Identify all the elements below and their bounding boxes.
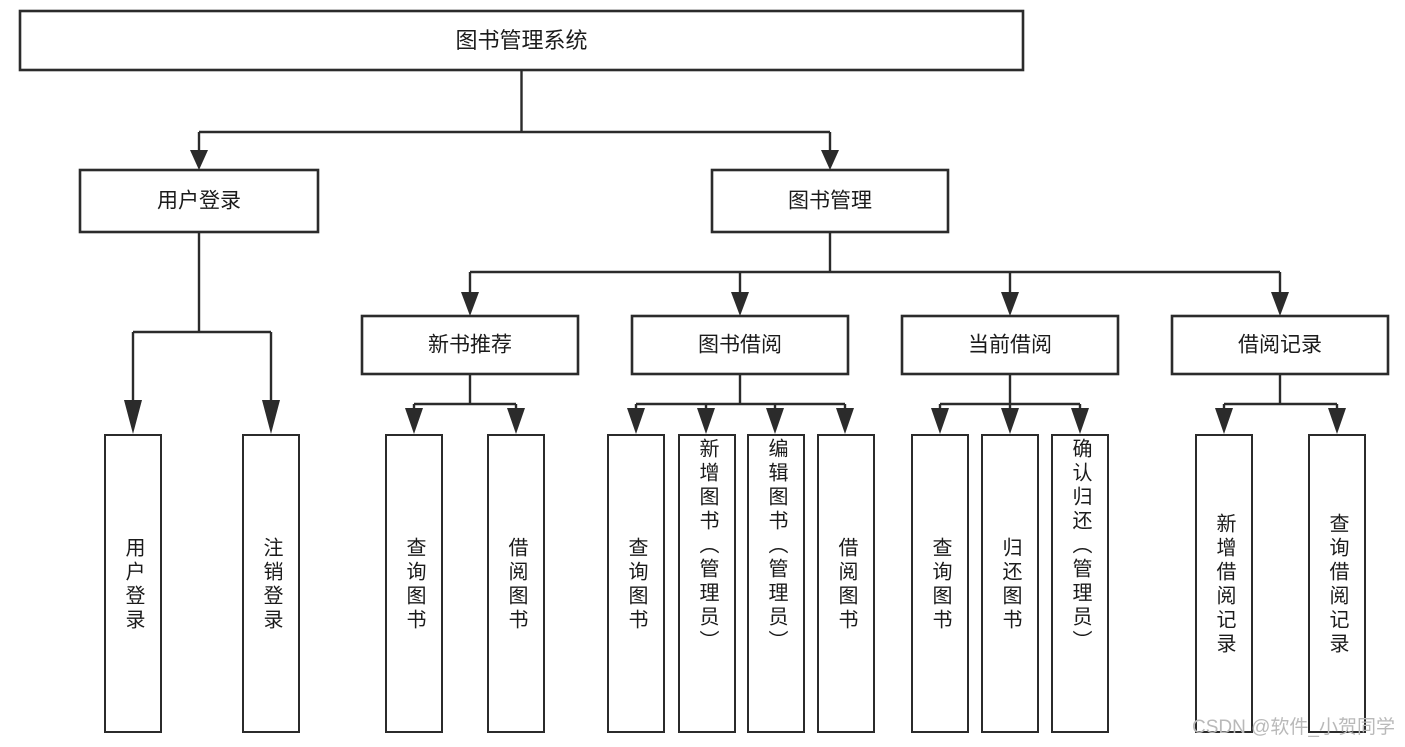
node-leaf-query-book-3-label: 查询图书 — [929, 536, 951, 633]
node-leaf-query-book-1[interactable]: 查询图书 — [385, 434, 443, 733]
arrowhead-leaf-return-book — [1001, 408, 1019, 434]
node-leaf-query-book-2[interactable]: 查询图书 — [607, 434, 665, 733]
node-leaf-add-record[interactable]: 新增借阅记录 — [1195, 434, 1253, 733]
connector-group — [124, 70, 1346, 434]
arrowhead-leaf-borrow-book-2 — [836, 408, 854, 434]
node-user-login[interactable]: 用户登录 — [78, 168, 320, 234]
node-current-borrow-label: 当前借阅 — [968, 334, 1052, 357]
arrowhead-leaf-user-logout — [262, 400, 280, 434]
node-book-borrow-label: 图书借阅 — [698, 334, 782, 357]
arrowhead-leaf-query-book-3 — [931, 408, 949, 434]
node-leaf-query-record[interactable]: 查询借阅记录 — [1308, 434, 1366, 733]
arrowhead-leaf-add-record — [1215, 408, 1233, 434]
node-book-borrow[interactable]: 图书借阅 — [630, 314, 850, 376]
node-leaf-add-book[interactable]: 新增图书（管理员） — [678, 434, 736, 733]
node-leaf-return-book[interactable]: 归还图书 — [981, 434, 1039, 733]
node-current-borrow-box[interactable] — [900, 314, 1120, 376]
node-root-label: 图书管理系统 — [455, 28, 587, 53]
arrowhead-current-borrow — [1001, 292, 1019, 316]
node-borrow-record-label: 借阅记录 — [1238, 334, 1322, 357]
node-leaf-borrow-book-1[interactable]: 借阅图书 — [487, 434, 545, 733]
arrowhead-user-login — [190, 150, 208, 170]
node-root[interactable]: 图书管理系统 — [18, 9, 1025, 72]
node-new-book-recommend[interactable]: 新书推荐 — [360, 314, 580, 376]
node-leaf-query-book-1-label: 查询图书 — [403, 536, 425, 633]
node-leaf-add-book-label: 新增图书（管理员） — [696, 438, 718, 654]
node-leaf-confirm-return[interactable]: 确认归还（管理员） — [1051, 434, 1109, 733]
node-leaf-user-login-label: 用户登录 — [122, 536, 144, 633]
node-leaf-borrow-book-2[interactable]: 借阅图书 — [817, 434, 875, 733]
node-leaf-borrow-book-1-label: 借阅图书 — [505, 536, 527, 633]
node-new-book-recommend-label: 新书推荐 — [428, 334, 512, 357]
node-book-management-box[interactable] — [710, 168, 950, 234]
arrowhead-new-book-recommend — [461, 292, 479, 316]
arrowhead-leaf-query-book-1 — [405, 408, 423, 434]
node-user-login-label: 用户登录 — [157, 190, 241, 213]
node-leaf-user-login[interactable]: 用户登录 — [104, 434, 162, 733]
node-leaf-edit-book[interactable]: 编辑图书（管理员） — [747, 434, 805, 733]
arrowhead-leaf-edit-book — [766, 408, 784, 434]
node-borrow-record[interactable]: 借阅记录 — [1170, 314, 1390, 376]
node-borrow-record-box[interactable] — [1170, 314, 1390, 376]
arrowhead-leaf-confirm-return — [1071, 408, 1089, 434]
node-leaf-query-book-3[interactable]: 查询图书 — [911, 434, 969, 733]
arrowhead-book-borrow — [731, 292, 749, 316]
arrowhead-leaf-user-login — [124, 400, 142, 434]
node-book-management-label: 图书管理 — [788, 190, 872, 213]
node-leaf-user-logout-label: 注销登录 — [260, 536, 282, 633]
arrowhead-leaf-add-book — [697, 408, 715, 434]
node-leaf-return-book-label: 归还图书 — [999, 536, 1021, 633]
node-leaf-edit-book-label: 编辑图书（管理员） — [765, 438, 787, 654]
node-leaf-borrow-book-2-label: 借阅图书 — [835, 536, 857, 633]
node-leaf-query-book-2-label: 查询图书 — [625, 536, 647, 633]
node-leaf-user-logout[interactable]: 注销登录 — [242, 434, 300, 733]
arrowhead-leaf-query-record — [1328, 408, 1346, 434]
node-current-borrow[interactable]: 当前借阅 — [900, 314, 1120, 376]
arrowhead-leaf-query-book-2 — [627, 408, 645, 434]
node-user-login-box[interactable] — [78, 168, 320, 234]
node-book-borrow-box[interactable] — [630, 314, 850, 376]
node-leaf-confirm-return-label: 确认归还（管理员） — [1069, 438, 1091, 654]
arrowhead-borrow-record — [1271, 292, 1289, 316]
node-new-book-recommend-box[interactable] — [360, 314, 580, 376]
node-leaf-query-record-label: 查询借阅记录 — [1326, 512, 1348, 657]
arrowhead-leaf-borrow-book-1 — [507, 408, 525, 434]
node-root-box[interactable] — [18, 9, 1025, 72]
arrowhead-book-management — [821, 150, 839, 170]
node-leaf-add-record-label: 新增借阅记录 — [1213, 512, 1235, 657]
node-book-management[interactable]: 图书管理 — [710, 168, 950, 234]
